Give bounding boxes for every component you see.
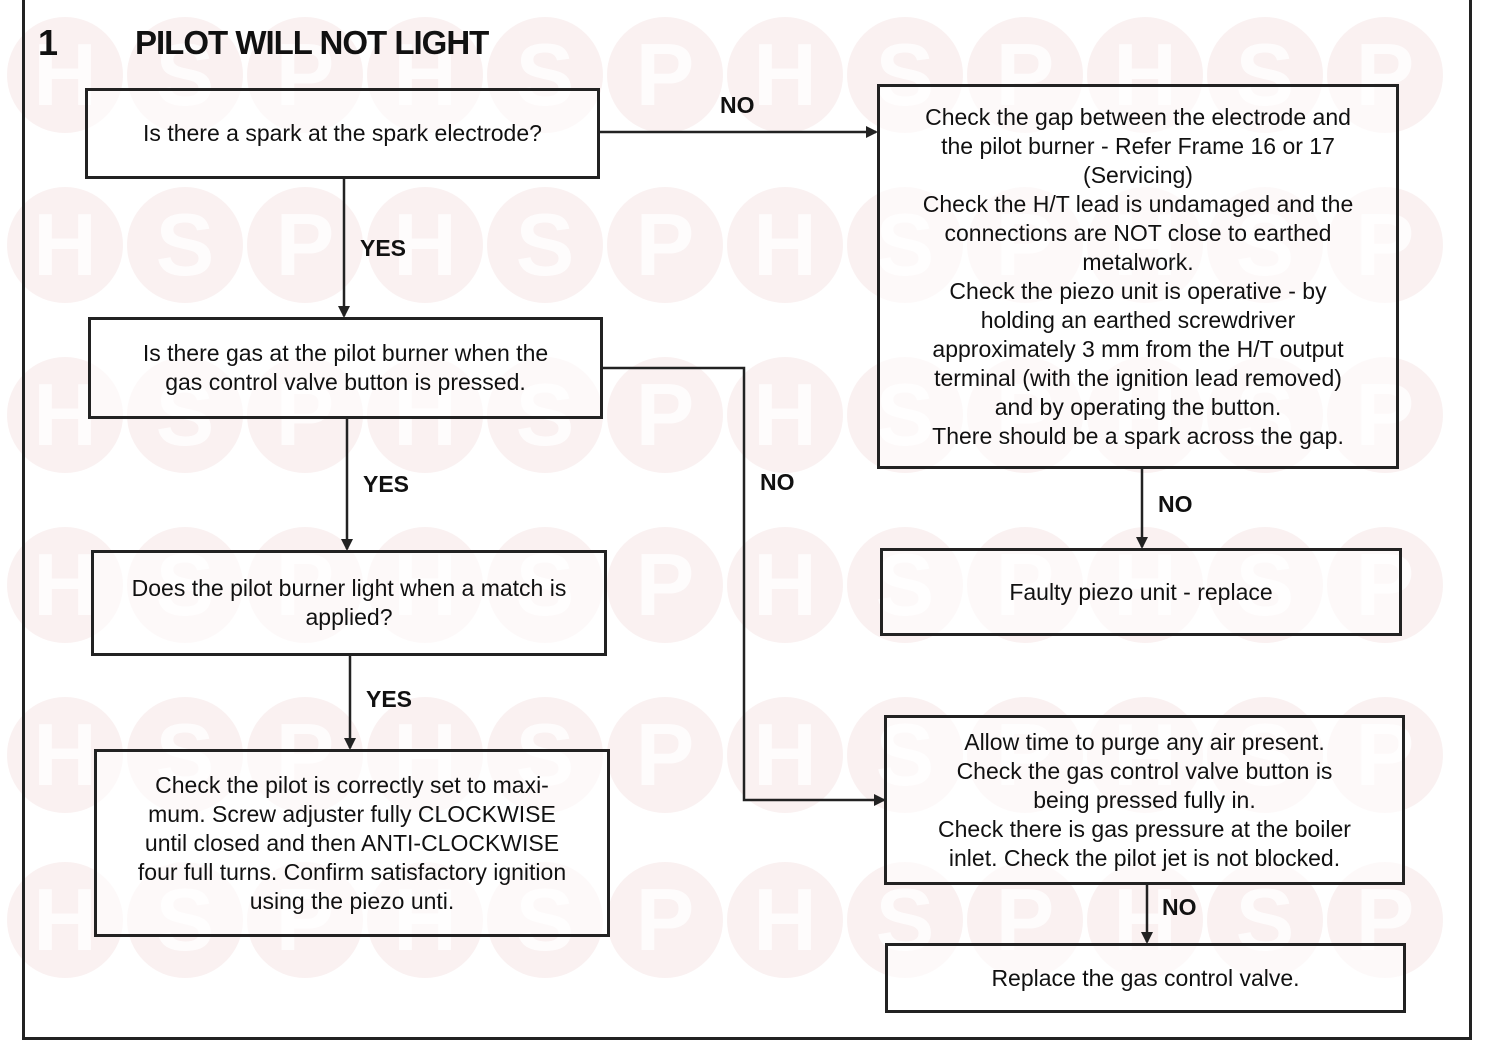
watermark-letter: H xyxy=(33,705,97,804)
watermark-letter: H xyxy=(753,195,817,294)
watermark-circle xyxy=(727,17,843,133)
watermark-circle xyxy=(727,187,843,303)
watermark-circle xyxy=(487,187,603,303)
watermark-circle xyxy=(727,357,843,473)
watermark-letter: H xyxy=(753,870,817,969)
watermark-circle xyxy=(607,17,723,133)
watermark-letter: H xyxy=(753,25,817,124)
label-gas-no: NO xyxy=(760,469,795,495)
watermark-letter: P xyxy=(636,195,695,294)
watermark-letter: P xyxy=(636,870,695,969)
label-spark-yes: YES xyxy=(360,235,407,261)
watermark-circle xyxy=(727,527,843,643)
watermark-letter: H xyxy=(33,870,97,969)
watermark-letter: P xyxy=(636,365,695,464)
watermark-circle xyxy=(607,527,723,643)
watermark-circle xyxy=(607,357,723,473)
spark-question-box: Is there a spark at the spark electrode? xyxy=(85,88,600,179)
arrow-gas-no xyxy=(603,366,886,806)
watermark-letter: H xyxy=(33,365,97,464)
watermark-circle xyxy=(607,697,723,813)
label-gas-yes: YES xyxy=(363,471,410,497)
pilot-setting-box: Check the pilot is correctly set to maxi… xyxy=(94,749,610,937)
watermark-letter: S xyxy=(156,195,215,294)
watermark-letter: S xyxy=(516,195,575,294)
label-match-yes: YES xyxy=(366,686,413,712)
watermark-letter: P xyxy=(636,25,695,124)
watermark-letter: P xyxy=(636,705,695,804)
label-gas-checks-no: NO xyxy=(1162,894,1197,920)
match-question-box: Does the pilot burner light when a match… xyxy=(91,550,607,656)
watermark-letter: H xyxy=(393,195,457,294)
frame-number: 1 xyxy=(38,22,58,63)
page-title: PILOT WILL NOT LIGHT xyxy=(135,24,489,61)
watermark-circle xyxy=(607,187,723,303)
watermark-circle xyxy=(727,697,843,813)
gas-question-box: Is there gas at the pilot burner when th… xyxy=(88,317,603,419)
watermark-letter: P xyxy=(636,535,695,634)
watermark-letter: H xyxy=(753,535,817,634)
faulty-piezo-box: Faulty piezo unit - replace xyxy=(880,548,1402,636)
replace-valve-box: Replace the gas control valve. xyxy=(885,943,1406,1013)
watermark-letter: H xyxy=(33,195,97,294)
watermark-circle xyxy=(367,187,483,303)
watermark-circle xyxy=(127,187,243,303)
watermark-letter: H xyxy=(33,535,97,634)
watermark-circle xyxy=(247,187,363,303)
watermark-circle xyxy=(7,187,123,303)
watermark-circle xyxy=(727,862,843,978)
spark-checks-box: Check the gap between the electrode and … xyxy=(877,84,1399,469)
gas-checks-box: Allow time to purge any air present. Che… xyxy=(884,715,1405,885)
label-spark-no: NO xyxy=(720,92,755,118)
label-piezo-no: NO xyxy=(1158,491,1193,517)
watermark-letter: H xyxy=(753,705,817,804)
watermark-letter: P xyxy=(276,195,335,294)
watermark-circle xyxy=(607,862,723,978)
watermark-letter: H xyxy=(753,365,817,464)
diagram-frame xyxy=(22,0,1472,1040)
